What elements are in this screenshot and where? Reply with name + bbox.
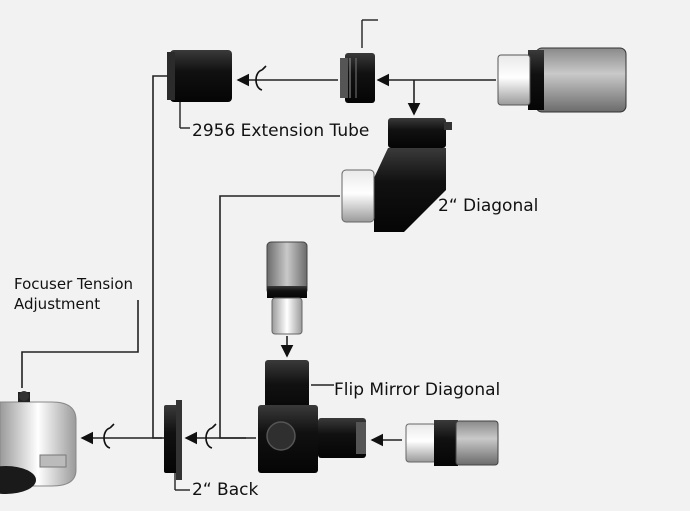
label-focuser-tension-1: Focuser Tension	[14, 275, 134, 293]
top-adapter-ring	[340, 19, 378, 103]
diagonal-2in	[341, 118, 452, 232]
flip-mirror-diagonal	[258, 360, 366, 473]
label-flip-mirror-diagonal: Flip Mirror Diagonal	[334, 380, 501, 400]
rotation-icon-mid	[205, 423, 217, 449]
label-extension-tube: 2956 Extension Tube	[192, 121, 370, 141]
top-eyepiece	[497, 47, 627, 113]
rotation-icon-left	[103, 423, 115, 449]
connector-lines	[21, 73, 496, 447]
back-2in	[164, 400, 190, 491]
flip-side-eyepiece	[405, 420, 499, 466]
rotation-icon-top	[255, 65, 267, 91]
flip-top-eyepiece	[266, 241, 308, 335]
label-2in-back: 2“ Back	[192, 480, 259, 500]
label-2in-diagonal: 2“ Diagonal	[438, 196, 539, 216]
rotation-symbols	[103, 65, 267, 449]
extension-tube	[167, 50, 232, 129]
telescope-rear-cell	[0, 391, 77, 494]
label-focuser-tension-2: Adjustment	[14, 295, 101, 313]
